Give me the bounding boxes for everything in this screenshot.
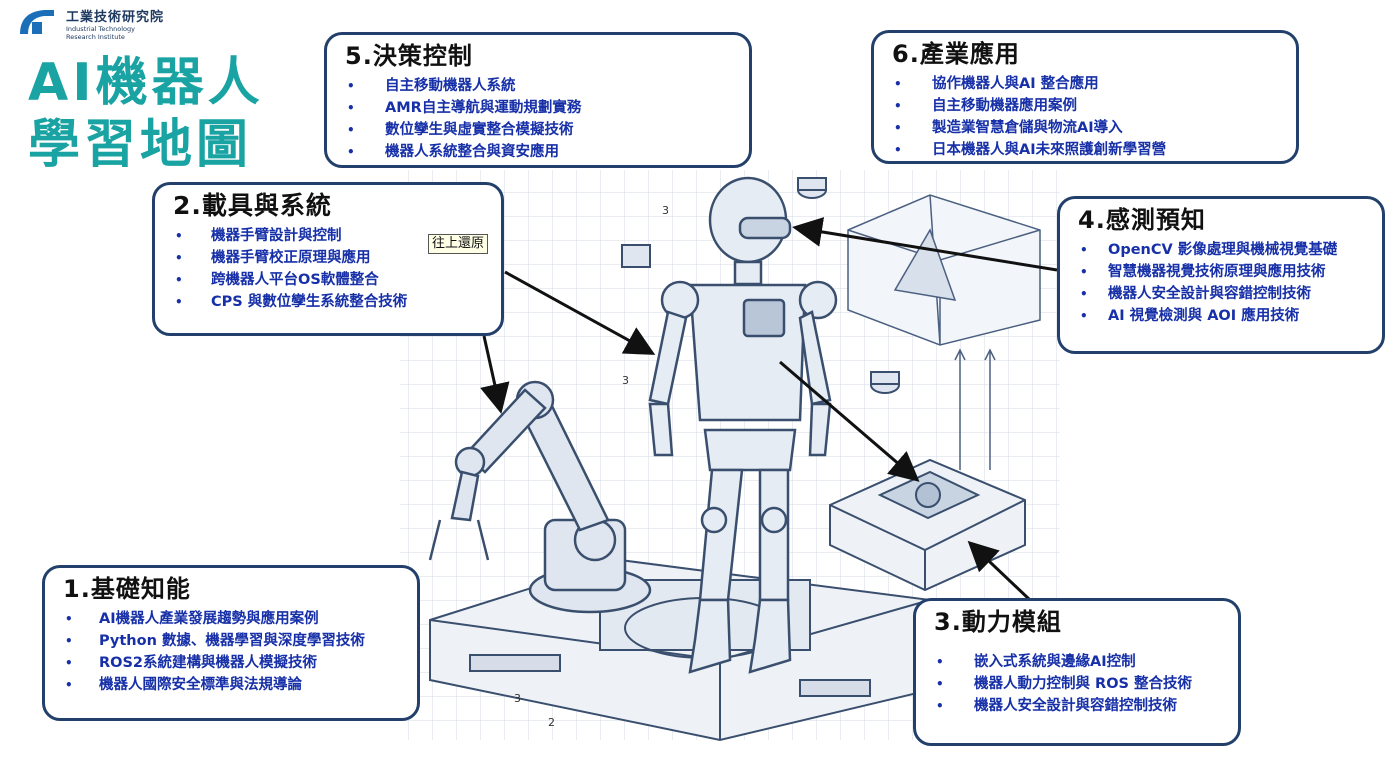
list-item: AI機器人產業發展趨勢與應用案例 — [63, 608, 403, 630]
box-2-list: 機器手臂設計與控制 機器手臂校正原理與應用 跨機器人平台OS軟體整合 CPS 與… — [173, 225, 487, 313]
arrow-box4-to-head — [792, 217, 1058, 272]
list-item: 跨機器人平台OS軟體整合 — [173, 269, 487, 291]
arrow-box2-to-robot — [504, 270, 656, 355]
box-fundamental-knowledge: 1.基礎知能 AI機器人產業發展趨勢與應用案例 Python 數據、機器學習與深… — [42, 565, 420, 721]
list-item: CPS 與數位孿生系統整合技術 — [173, 291, 487, 313]
sketch-annotations: 3 3 3 2 — [514, 204, 669, 729]
logo-name-zh: 工業技術研究院 — [66, 10, 165, 25]
box-industry-application: 6.產業應用 協作機器人與AI 整合應用 自主移動機器應用案例 製造業智慧倉儲與… — [871, 30, 1299, 164]
box-6-title: 6.產業應用 — [892, 40, 1020, 68]
page-title-line2: 學習地圖 — [28, 115, 253, 175]
list-item: 數位孿生與虛實整合模擬技術 — [345, 119, 735, 141]
box-5-title: 5.決策控制 — [345, 42, 473, 70]
list-item: 智慧機器視覺技術原理與應用技術 — [1078, 261, 1368, 283]
sketch-label-3: 3 — [514, 692, 521, 705]
list-item: 機器手臂校正原理與應用 — [173, 247, 487, 269]
list-item: AI 視覺檢測與 AOI 應用技術 — [1078, 305, 1368, 327]
box-2-title: 2.載具與系統 — [173, 191, 332, 220]
list-item: 機器手臂設計與控制 — [173, 225, 487, 247]
box-3-list: 嵌入式系統與邊緣AI控制 機器人動力控制與 ROS 整合技術 機器人安全設計與容… — [934, 651, 1224, 717]
page-title-line1: AI機器人 — [28, 53, 264, 113]
list-item: 嵌入式系統與邊緣AI控制 — [934, 651, 1224, 673]
list-item: 自主移動機器人系統 — [345, 75, 735, 97]
list-item: 日本機器人與AI未來照護創新學習營 — [892, 139, 1282, 161]
list-item: 機器人國際安全標準與法規導論 — [63, 674, 403, 696]
list-item: 機器人系統整合與資安應用 — [345, 141, 735, 163]
list-item: 協作機器人與AI 整合應用 — [892, 73, 1282, 95]
sketch-label-1: 3 — [662, 204, 669, 217]
sketch-label-4: 2 — [548, 716, 555, 729]
list-item: AMR自主導航與運動規劃實務 — [345, 97, 735, 119]
sensor-cube — [847, 194, 1041, 346]
itri-logo-icon — [20, 10, 54, 34]
list-item: 製造業智慧倉儲與物流AI導入 — [892, 117, 1282, 139]
small-parts — [621, 177, 900, 394]
list-item: ROS2系統建構與機器人模擬技術 — [63, 652, 403, 674]
list-item: 機器人安全設計與容錯控制技術 — [934, 695, 1224, 717]
page-title: AI機器人 學習地圖 — [28, 52, 264, 176]
robot-arm — [428, 380, 652, 614]
box-1-list: AI機器人產業發展趨勢與應用案例 Python 數據、機器學習與深度學習技術 R… — [63, 608, 403, 696]
box-vehicle-and-system: 2.載具與系統 機器手臂設計與控制 機器手臂校正原理與應用 跨機器人平台OS軟體… — [152, 182, 504, 336]
list-item: Python 數據、機器學習與深度學習技術 — [63, 630, 403, 652]
humanoid-robot — [648, 176, 838, 674]
box-3-title: 3.動力模組 — [934, 608, 1062, 636]
measure-lines — [954, 348, 996, 470]
box-sensing-prediction: 4.感測預知 OpenCV 影像處理與機械視覺基礎 智慧機器視覺技術原理與應用技… — [1057, 196, 1385, 354]
arrow-box3-to-chip — [967, 540, 1032, 602]
itri-logo: 工業技術研究院 Industrial Technology Research I… — [14, 6, 164, 41]
list-item: OpenCV 影像處理與機械視覺基礎 — [1078, 239, 1368, 261]
logo-name-en-2: Research Institute — [66, 33, 125, 41]
box-1-title: 1.基礎知能 — [63, 575, 191, 603]
box-5-list: 自主移動機器人系統 AMR自主導航與運動規劃實務 數位孿生與虛實整合模擬技術 機… — [345, 75, 735, 163]
connector-arrows — [480, 217, 1058, 602]
box-4-list: OpenCV 影像處理與機械視覺基礎 智慧機器視覺技術原理與應用技術 機器人安全… — [1078, 239, 1368, 327]
restore-up-tooltip[interactable]: 往上還原 — [428, 234, 489, 254]
list-item: 機器人動力控制與 ROS 整合技術 — [934, 673, 1224, 695]
arrow-box2-to-arm — [480, 335, 510, 414]
box-4-title: 4.感測預知 — [1078, 206, 1206, 234]
box-power-module: 3.動力模組 嵌入式系統與邊緣AI控制 機器人動力控制與 ROS 整合技術 機器… — [913, 598, 1241, 746]
list-item: 自主移動機器應用案例 — [892, 95, 1282, 117]
logo-name-en-1: Industrial Technology — [66, 25, 135, 33]
list-item: 機器人安全設計與容錯控制技術 — [1078, 283, 1368, 305]
box-6-list: 協作機器人與AI 整合應用 自主移動機器應用案例 製造業智慧倉儲與物流AI導入 … — [892, 73, 1282, 161]
sketch-label-2: 3 — [622, 374, 629, 387]
box-decision-control: 5.決策控制 自主移動機器人系統 AMR自主導航與運動規劃實務 數位孿生與虛實整… — [324, 32, 752, 168]
arrow-robot-to-chip — [779, 360, 920, 482]
